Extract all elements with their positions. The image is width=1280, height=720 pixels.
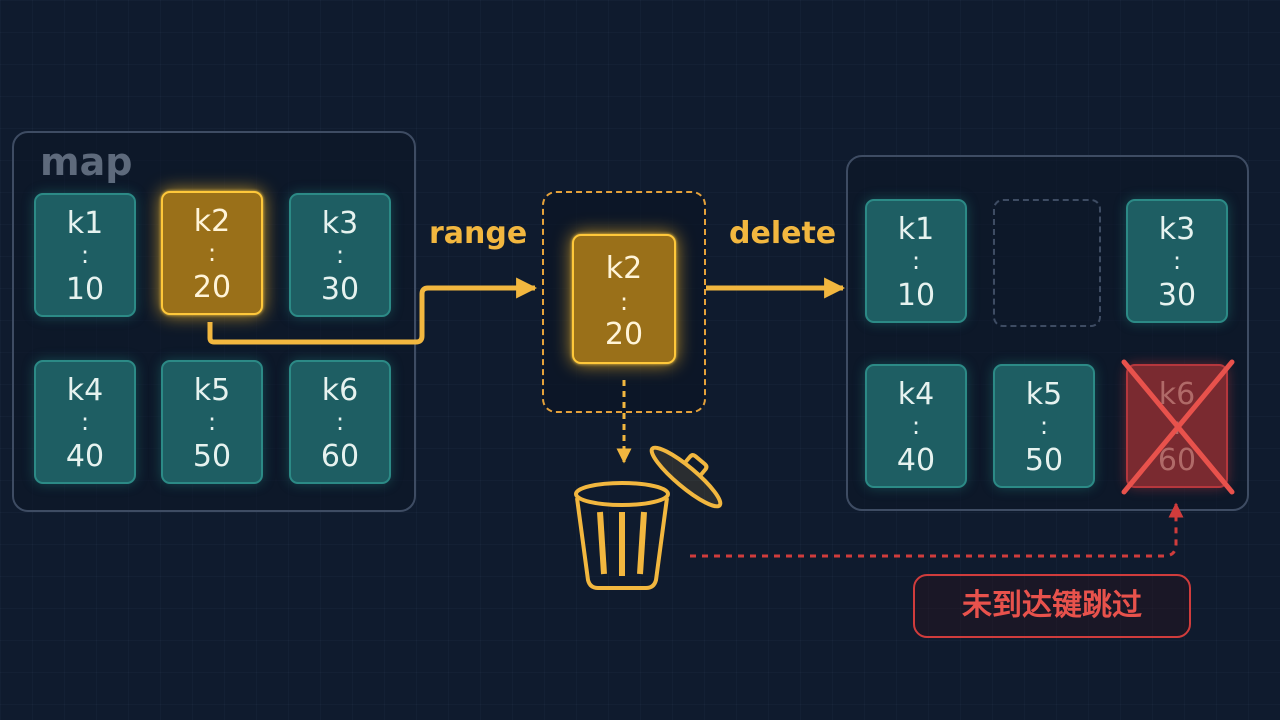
result-entry-k3: k3 : 30 [1126,199,1228,323]
entry-separator: : [80,408,90,436]
range-arrow-icon [207,277,538,345]
entry-key: k4 [66,373,104,408]
deleted-slot-placeholder [993,199,1101,327]
skip-arrow-icon [690,502,1184,558]
map-entry-k5: k5 : 50 [161,360,263,484]
iterated-entry-k2: k2 : 20 [572,234,676,364]
entry-key: k2 [193,204,231,239]
entry-value: 40 [65,439,105,474]
entry-separator: : [911,412,921,440]
skip-note-label: 未到达键跳过 [913,574,1191,638]
entry-separator: : [207,239,217,267]
map-entry-k4: k4 : 40 [34,360,136,484]
entry-separator: : [335,408,345,436]
entry-key: k1 [66,206,104,241]
map-entry-k6: k6 : 60 [289,360,391,484]
entry-key: k1 [897,212,935,247]
cross-mark-icon [1121,359,1235,495]
entry-value: 30 [320,272,360,307]
entry-key: k5 [193,373,231,408]
entry-value: 40 [896,443,936,478]
entry-value: 20 [192,270,232,305]
range-label: range [429,216,528,251]
map-entry-k1: k1 : 10 [34,193,136,317]
entry-value: 60 [1157,443,1197,478]
entry-value: 10 [896,278,936,313]
entry-key: k5 [1025,377,1063,412]
entry-separator: : [207,408,217,436]
entry-value: 10 [65,272,105,307]
entry-key: k3 [1158,212,1196,247]
entry-value: 50 [192,439,232,474]
result-entry-k4: k4 : 40 [865,364,967,488]
entry-separator: : [80,241,90,269]
delete-label: delete [729,216,837,251]
result-entry-k5: k5 : 50 [993,364,1095,488]
entry-key: k3 [321,206,359,241]
entry-value: 30 [1157,278,1197,313]
map-entry-k2-highlighted: k2 : 20 [161,191,263,315]
entry-key: k6 [1158,377,1196,412]
entry-value: 20 [604,317,644,352]
entry-separator: : [335,241,345,269]
trash-can-icon [574,445,723,590]
map-entry-k3: k3 : 30 [289,193,391,317]
entry-value: 50 [1024,443,1064,478]
entry-separator: : [1039,412,1049,440]
entry-value: 60 [320,439,360,474]
map-panel-title: map [40,140,133,184]
entry-key: k4 [897,377,935,412]
entry-key: k2 [605,251,643,286]
result-entry-k1: k1 : 10 [865,199,967,323]
entry-key: k6 [321,373,359,408]
entry-separator: : [911,247,921,275]
entry-separator: : [1172,247,1182,275]
entry-separator: : [619,288,629,316]
